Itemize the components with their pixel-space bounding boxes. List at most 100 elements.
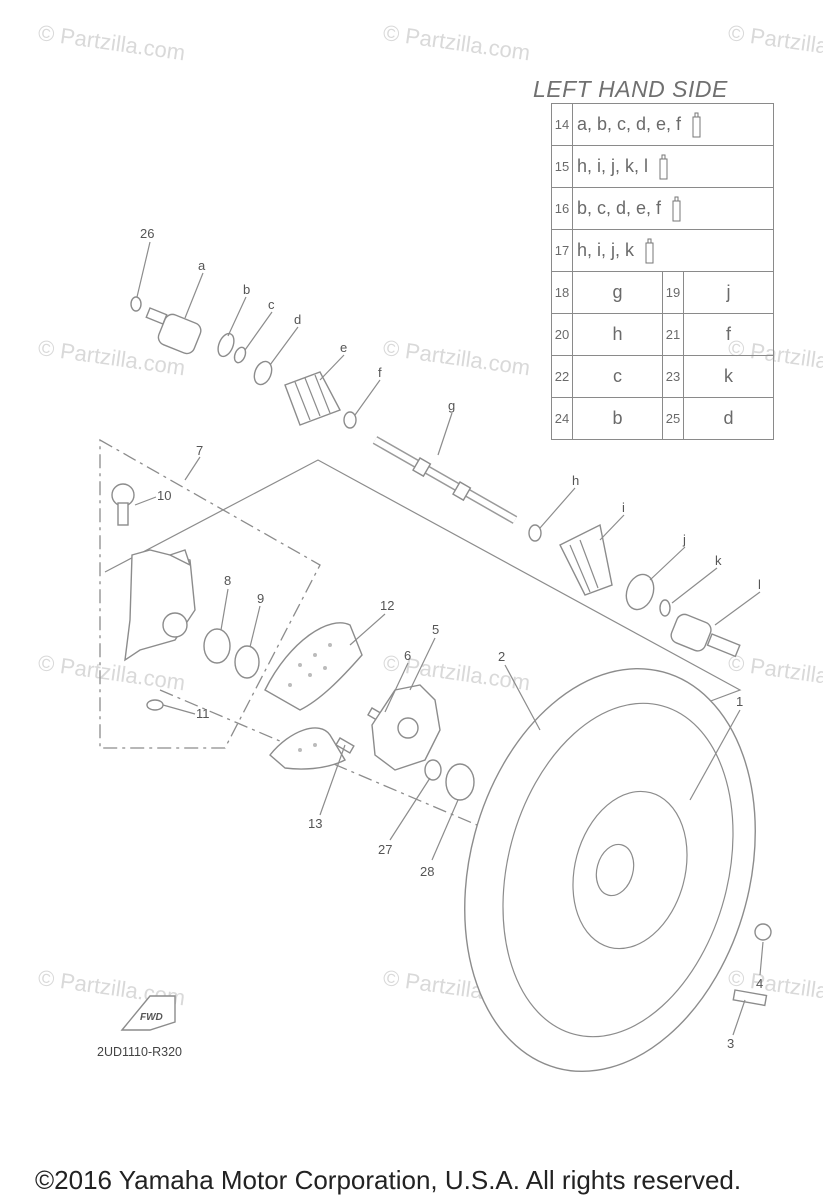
callout-d: d [294,312,301,327]
bearing-part [424,759,442,781]
legend-letters-text: h, i, j, k [577,239,635,260]
legend-ref-number: 14 [551,103,573,146]
ball-joint-part [111,483,135,526]
legend-code: h [572,313,663,356]
legend-ref-number: 19 [661,271,684,314]
callout-i: i [622,500,625,515]
legend-row: 18 g 19 j [551,271,775,314]
callout-9: 9 [257,591,264,606]
outer-cv-joint-part [145,307,202,355]
callout-k: k [715,553,722,568]
wheel-stud-part [732,989,768,1007]
hub-cap-part [445,763,475,801]
legend-code: j [682,271,775,314]
legend-code: b [572,397,663,440]
callout-c: c [268,297,275,312]
callout-27: 27 [378,842,392,857]
ring-part [217,332,235,358]
callout-5: 5 [432,622,439,637]
inner-cv-joint-part [670,613,741,658]
lubrication-legend-table: 14 a, b, c, d, e, f 15 h, i, j, k, l 16 … [551,103,775,440]
legend-row: 17 h, i, j, k [551,229,774,272]
legend-row: 15 h, i, j, k, l [551,145,774,188]
legend-ref-number: 22 [551,355,573,398]
band-part [253,360,273,386]
callout-1: 1 [736,694,743,709]
legend-letters: b, c, d, e, f [572,187,774,230]
callout-26: 26 [140,226,154,241]
legend-code: g [572,271,663,314]
band-part [343,411,357,429]
callout-11: 11 [196,706,210,721]
legend-row: 24 b 25 d [551,397,775,440]
callout-12: 12 [380,598,394,613]
callout-4: 4 [756,976,763,991]
grease-tube-icon [659,154,668,179]
circlip-part [130,296,142,312]
wheel-part [464,667,756,1073]
copyright-notice: ©2016 Yamaha Motor Corporation, U.S.A. A… [35,1165,742,1195]
legend-title: LEFT HAND SIDE [533,76,728,102]
legend-code: c [572,355,663,398]
bearing-part [203,628,231,664]
callout-j: j [682,532,686,547]
legend-ref-number: 18 [551,271,573,314]
callout-b: b [243,282,250,297]
legend-row: 20 h 21 f [551,313,775,356]
callout-l: l [758,577,761,592]
wheel-nut-part [754,923,772,941]
legend-ref-number: 15 [551,145,573,188]
forward-arrow-icon: FWD [120,995,176,1031]
circlip-part [234,645,260,679]
callout-3: 3 [727,1036,734,1051]
callout-f: f [378,365,382,380]
callout-6: 6 [404,648,411,663]
callout-10: 10 [157,488,171,503]
cotter-pin-part [146,699,164,711]
grease-tube-icon [645,238,654,263]
callout-7: 7 [196,443,203,458]
callout-2: 2 [498,649,505,664]
callout-13: 13 [308,816,322,831]
legend-ref-number: 20 [551,313,573,356]
legend-letters-text: a, b, c, d, e, f [577,113,682,134]
drive-shaft-part [372,436,518,524]
legend-row: 14 a, b, c, d, e, f [551,103,774,146]
legend-ref-number: 16 [551,187,573,230]
legend-code: k [682,355,775,398]
ring-part [233,346,247,364]
legend-ref-number: 21 [661,313,684,356]
legend-letters-text: h, i, j, k, l [577,155,649,176]
legend-row: 22 c 23 k [551,355,775,398]
legend-code: d [682,397,775,440]
callout-g: g [448,398,455,413]
steering-knuckle-part [124,549,196,662]
legend-code: f [682,313,775,356]
band-part [625,573,655,611]
wheel-hub-part [371,684,441,771]
callout-8: 8 [224,573,231,588]
brake-disc-part [264,622,363,770]
hub-assembly-outline [104,459,742,706]
legend-letters: h, i, j, k [572,229,774,272]
diagram-code: 2UD1110-R320 [97,1045,183,1059]
grease-tube-icon [692,112,701,137]
legend-ref-number: 17 [551,229,573,272]
legend-letters: h, i, j, k, l [572,145,774,188]
ring-part [659,599,671,617]
callout-h: h [572,473,579,488]
legend-row: 16 b, c, d, e, f [551,187,774,230]
knuckle-assembly-outline [99,438,321,749]
legend-ref-number: 24 [551,397,573,440]
band-part [528,524,542,542]
boot-part [559,523,613,596]
fwd-label: FWD [140,1012,163,1023]
callout-a: a [198,258,206,273]
boot-part [284,371,341,426]
legend-letters-text: b, c, d, e, f [577,197,662,218]
legend-letters: a, b, c, d, e, f [572,103,774,146]
callout-28: 28 [420,864,434,879]
grease-tube-icon [672,196,681,221]
legend-ref-number: 23 [661,355,684,398]
